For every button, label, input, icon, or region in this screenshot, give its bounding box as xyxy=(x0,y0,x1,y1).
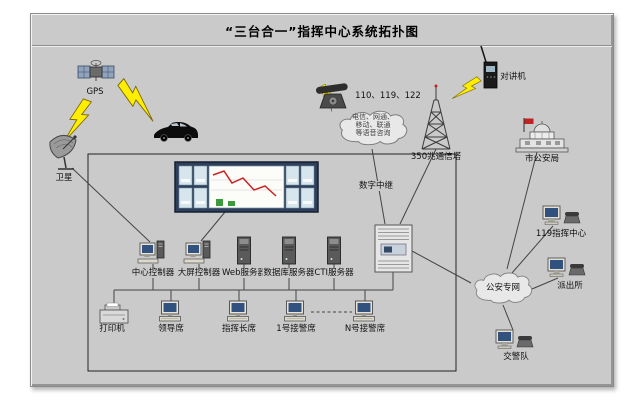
line-trunk-to-network xyxy=(411,250,472,284)
line-wall-to-controller xyxy=(200,211,226,242)
label-cti-server: CTI服务器 xyxy=(313,268,355,278)
lightning-walkie-to-tower-icon xyxy=(451,76,482,99)
security-network-cloud xyxy=(474,272,533,304)
traffic-team-icon xyxy=(495,329,534,349)
label-walkie-talkie: 对讲机 xyxy=(500,72,526,82)
label-screen-controller: 大屏控制器 xyxy=(176,268,222,278)
label-digital-trunk: 数字中继 xyxy=(357,181,395,191)
printer-icon xyxy=(99,302,129,324)
cloud-shape xyxy=(339,110,408,146)
seat-n-icon xyxy=(353,300,375,322)
label-database-server: 数据库服务器 xyxy=(262,268,316,278)
label-commander-seat: 指挥长席 xyxy=(221,324,257,334)
patrol-car-icon xyxy=(154,122,198,142)
label-comm-tower: 350兆通信塔 xyxy=(410,152,462,162)
label-voice-cloud-2: 移动、联通 xyxy=(355,121,391,129)
video-wall-icon xyxy=(174,161,319,213)
label-center-119: 119指挥中心 xyxy=(535,229,587,239)
voice-network-cloud xyxy=(339,110,408,146)
title-bar: “三台合一”指挥中心系统拓扑图 xyxy=(32,15,612,46)
label-voice-cloud-3: 等语音咨询 xyxy=(355,129,391,137)
web-server-icon xyxy=(237,236,251,265)
label-satellite: 卫星 xyxy=(55,173,73,183)
line-dish-to-controller xyxy=(71,167,151,243)
diagram-panel: “三台合一”指挥中心系统拓扑图 xyxy=(30,13,614,387)
digital-trunk-cabinet-icon xyxy=(374,224,413,273)
seat-1-icon xyxy=(284,300,306,322)
database-server-icon xyxy=(282,236,296,265)
diagram-title: “三台合一”指挥中心系统拓扑图 xyxy=(225,23,419,39)
command-center-box xyxy=(87,153,457,372)
label-city-bureau: 市公安局 xyxy=(524,154,560,164)
label-seat-1: 1号接警席 xyxy=(276,324,316,334)
label-printer: 打印机 xyxy=(99,324,125,334)
walkie-talkie-icon xyxy=(480,45,498,89)
leader-seat-icon xyxy=(159,300,181,322)
cti-server-icon xyxy=(327,236,341,265)
label-gps: GPS xyxy=(86,87,104,97)
center-controller-icon xyxy=(137,240,165,264)
label-leader-seat: 领导席 xyxy=(158,324,184,334)
police-station-icon xyxy=(547,257,586,277)
center-119-icon xyxy=(542,205,581,225)
wall-chart-line xyxy=(212,170,277,197)
screen-controller-icon xyxy=(183,240,211,264)
comm-tower-icon xyxy=(421,84,451,150)
city-bureau-building-icon xyxy=(515,118,569,153)
lightning-gps-to-car-icon xyxy=(117,77,154,122)
label-web-server: Web服务器 xyxy=(220,268,268,278)
line-tower-to-trunk xyxy=(399,148,437,225)
label-center-controller: 中心控制器 xyxy=(130,268,176,278)
gps-satellite-icon xyxy=(77,60,115,81)
lightning-bolts xyxy=(63,76,482,143)
lightning-gps-to-dish-icon xyxy=(63,98,93,143)
label-hotlines: 110、119、122 xyxy=(355,91,421,101)
satellite-dish-icon xyxy=(49,135,77,170)
telephone-icon xyxy=(315,83,348,109)
label-seat-n: N号接警席 xyxy=(344,324,386,334)
label-police-station: 派出所 xyxy=(557,281,583,291)
label-traffic-team: 交警队 xyxy=(503,352,529,362)
label-security-network: 公安专网 xyxy=(485,283,521,293)
label-voice-cloud-1: 电信、网通、 xyxy=(352,113,394,121)
cloud-shape xyxy=(474,272,533,304)
commander-seat-icon xyxy=(227,300,249,322)
